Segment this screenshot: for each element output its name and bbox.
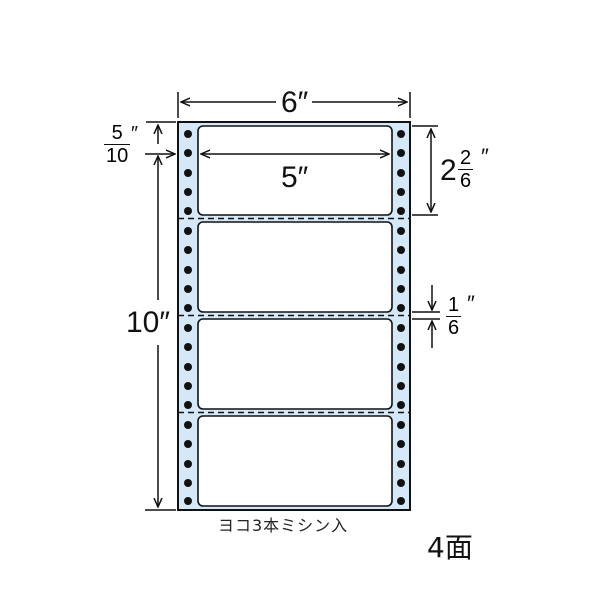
- dim-sheet-height: [145, 154, 176, 511]
- top-margin-denominator: 10: [104, 144, 131, 167]
- gap-numerator: 1: [448, 294, 460, 316]
- label-height-whole: 2: [440, 154, 457, 187]
- sheet-height-label: 10″: [126, 306, 170, 340]
- labels-per-sheet: 4面: [427, 531, 473, 564]
- gap-fraction: 1 6: [446, 294, 462, 339]
- dim-label-gap: [412, 285, 440, 348]
- gap-inch-mark: ″: [466, 291, 474, 316]
- label-cells: [197, 125, 393, 507]
- sheet-width-label: 6″: [281, 86, 309, 119]
- label-height-denominator: 6: [458, 169, 474, 192]
- top-margin-inch-mark: ″: [130, 123, 138, 145]
- label-height-inch-mark: ″: [480, 144, 488, 169]
- dim-sheet-width: [177, 92, 411, 118]
- perforation-lines: [178, 217, 410, 414]
- label-width-label: 5″: [281, 161, 309, 194]
- tractor-holes-left: [184, 130, 192, 505]
- tractor-holes-right: [397, 130, 405, 505]
- label-height-numerator: 2: [460, 147, 472, 169]
- perforation-caption: ヨコ3本ミシン入: [218, 516, 349, 535]
- top-margin-fraction: 5 10: [104, 122, 131, 167]
- top-margin-numerator: 5: [111, 122, 123, 144]
- dim-top-margin: [146, 121, 176, 144]
- label-height-fraction: 2 6: [458, 147, 474, 192]
- gap-denominator: 6: [446, 316, 462, 339]
- dim-label-height: [412, 125, 438, 216]
